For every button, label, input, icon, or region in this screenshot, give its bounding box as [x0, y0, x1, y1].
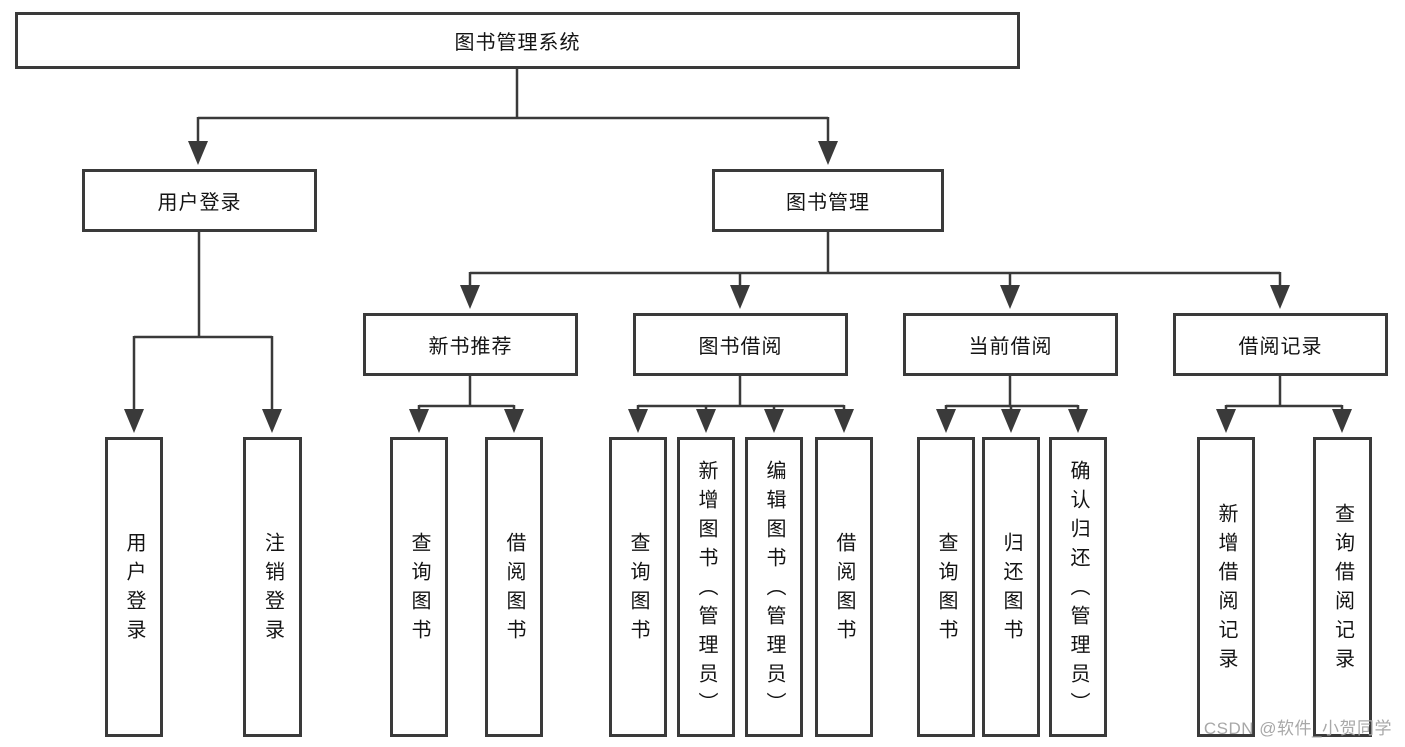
arrowhead — [834, 409, 854, 433]
leaf-logout-login: 注销登录 — [243, 437, 302, 737]
arrowhead — [1332, 409, 1352, 433]
leaf-borrow-books-borrowing: 借阅图书 — [815, 437, 873, 737]
arrowhead — [1216, 409, 1236, 433]
node-current-borrowing: 当前借阅 — [903, 313, 1118, 376]
arrowhead — [1000, 285, 1020, 309]
arrowhead — [764, 409, 784, 433]
arrowheads — [124, 141, 1352, 433]
node-borrow-records: 借阅记录 — [1173, 313, 1388, 376]
arrowhead — [818, 141, 838, 165]
node-library-management-system: 图书管理系统 — [15, 12, 1020, 69]
arrowhead — [936, 409, 956, 433]
leaf-query-books-borrowing: 查询图书 — [609, 437, 667, 737]
arrowhead — [730, 285, 750, 309]
leaf-add-books-admin: 新增图书（管理员） — [677, 437, 735, 737]
arrowhead — [628, 409, 648, 433]
arrowhead — [1068, 409, 1088, 433]
leaf-query-books-recommend: 查询图书 — [390, 437, 448, 737]
leaf-query-books-current: 查询图书 — [917, 437, 975, 737]
arrowhead — [460, 285, 480, 309]
connector-current-borrowing — [944, 376, 1080, 414]
connector-book-management — [468, 232, 1282, 290]
connector-new-book-recommend — [417, 376, 516, 414]
arrowhead — [504, 409, 524, 433]
arrowhead — [188, 141, 208, 165]
arrowhead — [1270, 285, 1290, 309]
leaf-add-borrow-record: 新增借阅记录 — [1197, 437, 1255, 737]
arrowhead — [262, 409, 282, 433]
connector-user-login — [132, 232, 274, 414]
leaf-query-borrow-record: 查询借阅记录 — [1313, 437, 1372, 737]
arrowhead — [1001, 409, 1021, 433]
arrowhead — [124, 409, 144, 433]
node-book-borrowing: 图书借阅 — [633, 313, 848, 376]
csdn-watermark: CSDN @软件_小贺同学 — [1203, 719, 1392, 738]
connector-borrow-records — [1224, 376, 1344, 414]
node-new-book-recommend: 新书推荐 — [363, 313, 578, 376]
leaf-user-login: 用户登录 — [105, 437, 163, 737]
leaf-borrow-books-recommend: 借阅图书 — [485, 437, 543, 737]
node-user-login: 用户登录 — [82, 169, 317, 232]
connector-root — [196, 69, 830, 148]
leaf-return-books: 归还图书 — [982, 437, 1040, 737]
connector-book-borrowing — [636, 376, 846, 414]
arrowhead — [696, 409, 716, 433]
node-book-management: 图书管理 — [712, 169, 944, 232]
leaf-edit-books-admin: 编辑图书（管理员） — [745, 437, 803, 737]
leaf-confirm-return-admin: 确认归还（管理员） — [1049, 437, 1107, 737]
arrowhead — [409, 409, 429, 433]
